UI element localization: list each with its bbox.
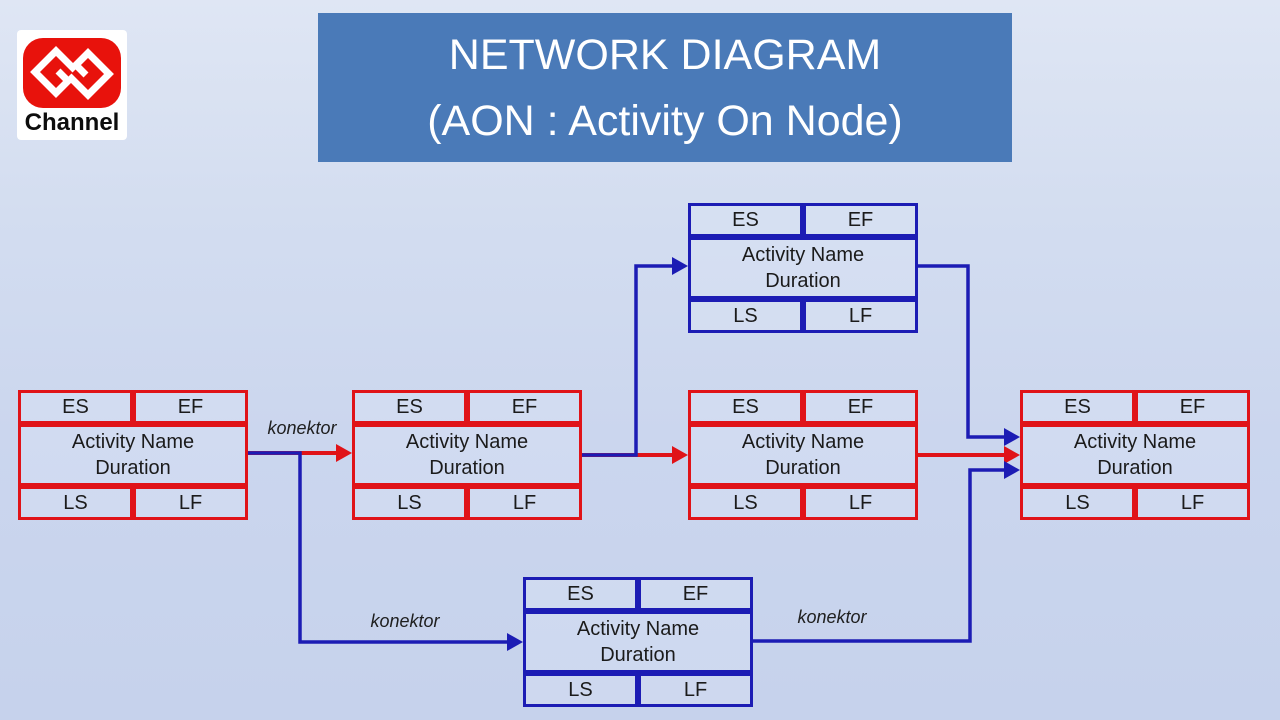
activity-name-text: Activity Name	[576, 618, 700, 640]
ls-cell: LS	[688, 299, 803, 333]
ls-cell: LS	[18, 486, 133, 520]
activity-name-text: Activity Name	[405, 431, 529, 453]
activity-node-upper: ES EF Activity Name Duration LS LF	[688, 203, 918, 333]
connector-start-to-lower	[248, 451, 523, 651]
activity-name-cell: Activity Name Duration	[688, 424, 918, 486]
activity-name-text: Activity Name	[741, 431, 865, 453]
activity-name-text: Activity Name	[1073, 431, 1197, 453]
lf-cell: LF	[638, 673, 753, 707]
activity-name-cell: Activity Name Duration	[352, 424, 582, 486]
activity-name-text: Activity Name	[71, 431, 195, 453]
duration-text: Duration	[765, 270, 841, 292]
activity-name-cell: Activity Name Duration	[1020, 424, 1250, 486]
ls-cell: LS	[523, 673, 638, 707]
connector-label-start-lower: konektor	[370, 611, 440, 631]
ef-cell: EF	[638, 577, 753, 611]
activity-name-cell: Activity Name Duration	[688, 237, 918, 299]
activity-node-start: ES EF Activity Name Duration LS LF	[18, 390, 248, 520]
connector-branch-to-upper	[582, 257, 688, 457]
ef-cell: EF	[803, 390, 918, 424]
duration-text: Duration	[765, 457, 841, 479]
connector-label-start-branch: konektor	[267, 418, 337, 438]
title-line-1: NETWORK DIAGRAM	[448, 30, 882, 79]
activity-node-branch: ES EF Activity Name Duration LS LF	[352, 390, 582, 520]
title-banner: NETWORK DIAGRAM (AON : Activity On Node)	[318, 13, 1012, 162]
ef-cell: EF	[803, 203, 918, 237]
es-cell: ES	[688, 390, 803, 424]
channel-logo: Channel	[17, 30, 127, 140]
es-cell: ES	[523, 577, 638, 611]
ls-cell: LS	[688, 486, 803, 520]
duration-text: Duration	[429, 457, 505, 479]
ls-cell: LS	[1020, 486, 1135, 520]
ef-cell: EF	[467, 390, 582, 424]
connector-label-lower-end: konektor	[797, 607, 867, 627]
activity-name-cell: Activity Name Duration	[523, 611, 753, 673]
lf-cell: LF	[133, 486, 248, 520]
lf-cell: LF	[803, 299, 918, 333]
duration-text: Duration	[95, 457, 171, 479]
es-cell: ES	[1020, 390, 1135, 424]
ef-cell: EF	[133, 390, 248, 424]
lf-cell: LF	[1135, 486, 1250, 520]
activity-node-end: ES EF Activity Name Duration LS LF	[1020, 390, 1250, 520]
duration-text: Duration	[600, 644, 676, 666]
lf-cell: LF	[467, 486, 582, 520]
activity-name-text: Activity Name	[741, 244, 865, 266]
gg-monogram-icon	[23, 38, 121, 108]
connector-lower-to-end	[752, 461, 1020, 643]
es-cell: ES	[18, 390, 133, 424]
activity-node-middle: ES EF Activity Name Duration LS LF	[688, 390, 918, 520]
connector-middle-to-end	[917, 446, 1020, 464]
activity-name-cell: Activity Name Duration	[18, 424, 248, 486]
ls-cell: LS	[352, 486, 467, 520]
activity-node-lower: ES EF Activity Name Duration LS LF	[523, 577, 753, 707]
channel-logo-label: Channel	[24, 109, 120, 136]
title-line-2: (AON : Activity On Node)	[427, 96, 903, 145]
lf-cell: LF	[803, 486, 918, 520]
es-cell: ES	[688, 203, 803, 237]
duration-text: Duration	[1097, 457, 1173, 479]
ef-cell: EF	[1135, 390, 1250, 424]
connector-upper-to-end	[916, 264, 1020, 446]
es-cell: ES	[352, 390, 467, 424]
